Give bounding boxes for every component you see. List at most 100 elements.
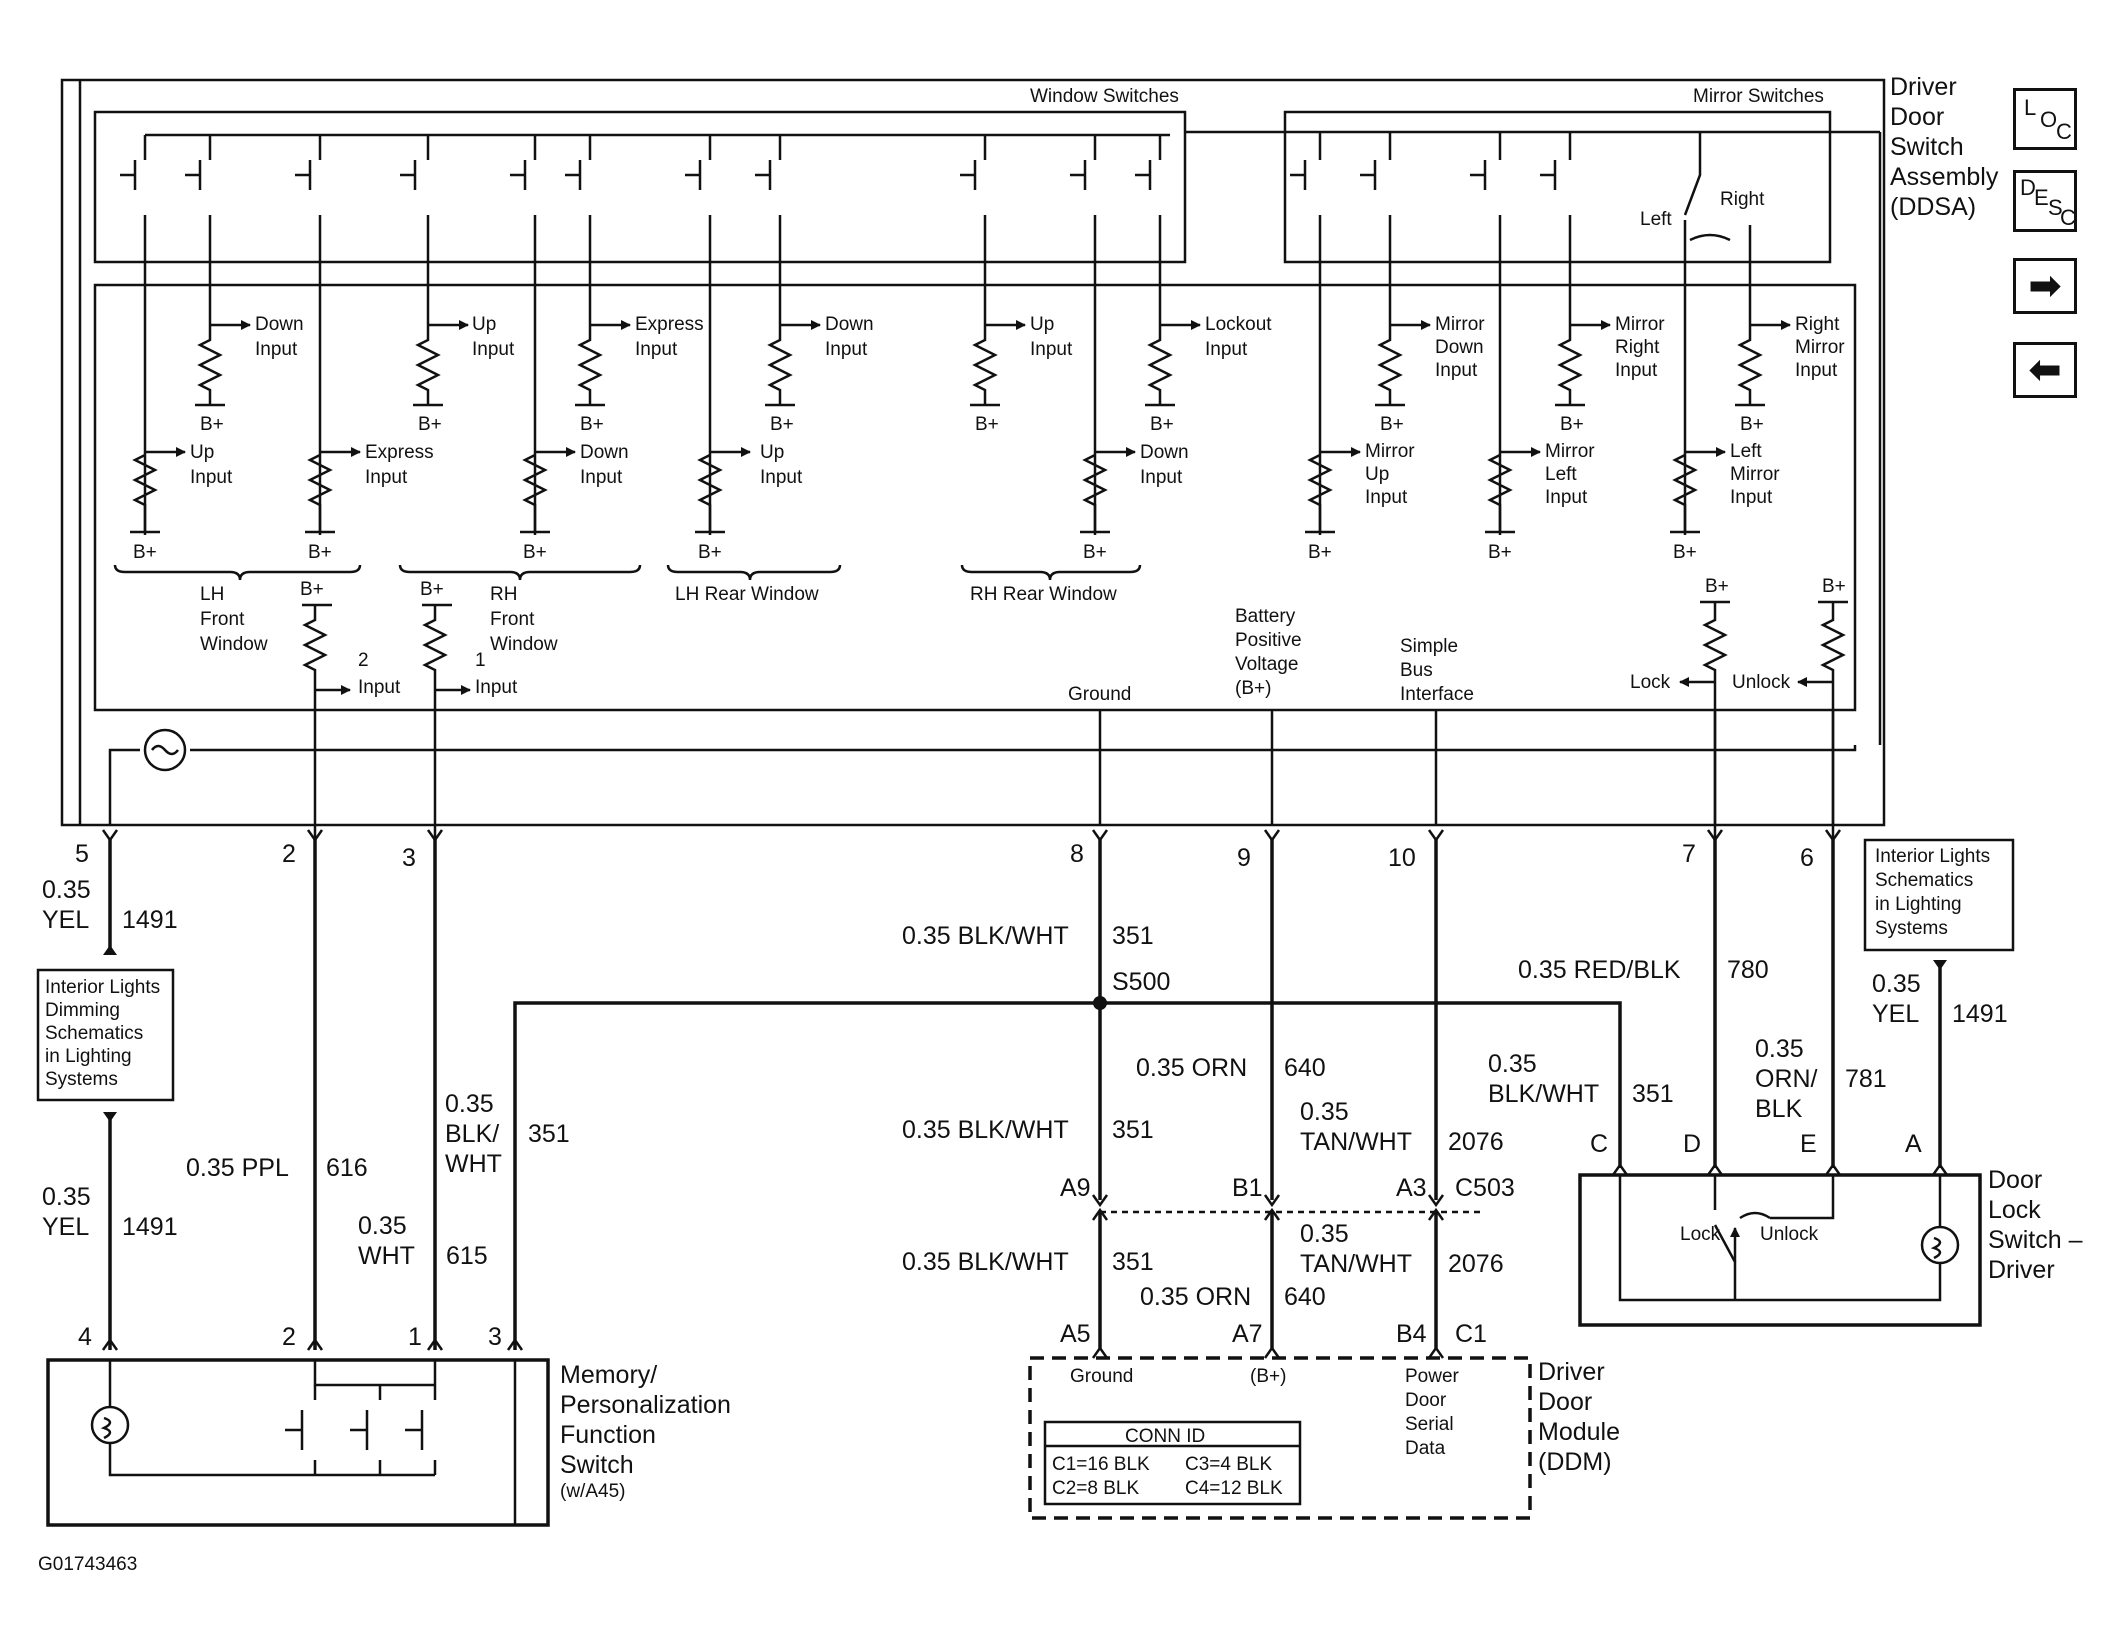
memory-switch-title: Memory/ Personalization Function Switch … [560, 1361, 731, 1502]
svg-text:Memory/: Memory/ [560, 1361, 657, 1389]
loc-letter-c: C [2056, 119, 2072, 144]
mem-input-2-label: Input [358, 677, 401, 698]
svg-text:B+: B+ [418, 414, 442, 435]
svg-text:TAN/WHT: TAN/WHT [1300, 1128, 1412, 1156]
svg-text:0.35 BLK/WHT: 0.35 BLK/WHT [902, 1116, 1069, 1144]
door-unlock-label: Unlock [1760, 1224, 1819, 1245]
mem-input-1-label: Input [475, 677, 518, 698]
conn-id-c4: C4=12 BLK [1185, 1478, 1283, 1499]
svg-text:Up: Up [1365, 464, 1389, 485]
svg-text:E: E [1800, 1130, 1817, 1158]
svg-text:0.35 ORN: 0.35 ORN [1140, 1283, 1251, 1311]
arrow-right-icon: ➡ [2028, 263, 2062, 309]
svg-text:B+: B+ [133, 542, 157, 563]
figure-id: G01743463 [38, 1554, 137, 1575]
svg-text:RH: RH [490, 584, 517, 605]
ddsa-pin-numbers: 5 2 3 8 9 10 7 6 [75, 840, 1814, 872]
svg-text:351: 351 [528, 1120, 570, 1148]
svg-text:0.35: 0.35 [42, 1183, 91, 1211]
svg-text:781: 781 [1845, 1065, 1887, 1093]
mirror-switches-label: Mirror Switches [1693, 86, 1824, 107]
svg-text:2: 2 [282, 840, 296, 868]
svg-text:Mirror: Mirror [1435, 314, 1485, 335]
svg-text:Driver: Driver [1538, 1358, 1605, 1386]
svg-text:D: D [1683, 1130, 1701, 1158]
resistors-lower [130, 453, 1700, 534]
previous-page-button[interactable]: ⬅ [2013, 342, 2077, 398]
svg-text:Express: Express [635, 314, 704, 335]
svg-text:Input: Input [580, 467, 623, 488]
svg-text:640: 640 [1284, 1283, 1326, 1311]
window-switch-contacts [120, 133, 1170, 240]
svg-text:1491: 1491 [122, 1213, 178, 1241]
svg-text:0.35: 0.35 [1872, 970, 1921, 998]
svg-text:(DDSA): (DDSA) [1890, 193, 1976, 221]
svg-text:Front: Front [490, 609, 535, 630]
svg-text:Driver: Driver [1988, 1256, 2055, 1284]
svg-text:B+: B+ [580, 414, 604, 435]
svg-text:YEL: YEL [42, 1213, 89, 1241]
svg-text:Up: Up [760, 442, 784, 463]
svg-text:351: 351 [1112, 1116, 1154, 1144]
svg-text:Down: Down [825, 314, 874, 335]
svg-text:8: 8 [1070, 840, 1084, 868]
next-page-button[interactable]: ➡ [2013, 258, 2077, 314]
svg-text:Interior Lights: Interior Lights [1875, 846, 1990, 867]
svg-text:Window: Window [490, 634, 558, 655]
c503-pin-labels: A9 B1 A3 C503 A5 A7 B4 C1 [1060, 1174, 1515, 1348]
svg-text:Input: Input [472, 339, 515, 360]
svg-text:Input: Input [1365, 487, 1408, 508]
svg-text:A: A [1905, 1130, 1922, 1158]
location-view-button[interactable]: L O C [2013, 88, 2077, 150]
input-arrows [145, 320, 1791, 457]
svg-text:RH Rear Window: RH Rear Window [970, 584, 1117, 605]
svg-text:Power: Power [1405, 1366, 1460, 1387]
svg-text:B+: B+ [1740, 414, 1764, 435]
svg-text:Mirror: Mirror [1545, 441, 1595, 462]
conn-id-table [1043, 1420, 1302, 1506]
svg-text:Input: Input [760, 467, 803, 488]
svg-text:Switch –: Switch – [1988, 1226, 2083, 1254]
svg-text:351: 351 [1112, 922, 1154, 950]
svg-text:B+: B+ [420, 579, 444, 600]
svg-text:Input: Input [825, 339, 868, 360]
svg-text:1: 1 [408, 1323, 422, 1351]
group-labels: LH Front Window RH Front Window LH Rear … [200, 584, 1117, 655]
svg-text:780: 780 [1727, 956, 1769, 984]
mirror-switch-contacts [1185, 130, 1882, 745]
door-lock-label: Lock [1680, 1224, 1721, 1245]
svg-text:Schematics: Schematics [1875, 870, 1973, 891]
svg-text:in Lighting: in Lighting [45, 1046, 132, 1067]
svg-text:0.35 PPL: 0.35 PPL [186, 1154, 289, 1182]
door-lock-switch-internals [1618, 1175, 1960, 1302]
svg-text:B+: B+ [1380, 414, 1404, 435]
ddsa-circuit-box [93, 283, 1857, 712]
ddm-title: Driver Door Module (DDM) [1538, 1358, 1620, 1476]
mirror-selector-left: Left [1640, 209, 1672, 230]
svg-text:Battery: Battery [1235, 606, 1296, 627]
svg-text:B+: B+ [1673, 542, 1697, 563]
lock-unlock-resistors [1679, 600, 1848, 840]
svg-text:Door: Door [1405, 1390, 1447, 1411]
description-view-button[interactable]: D E S C [2013, 170, 2077, 232]
ddsa-box [60, 78, 1886, 827]
svg-text:Systems: Systems [45, 1069, 118, 1090]
svg-text:0.35 BLK/WHT: 0.35 BLK/WHT [902, 1248, 1069, 1276]
svg-text:616: 616 [326, 1154, 368, 1182]
svg-text:Input: Input [1435, 360, 1478, 381]
svg-text:Window: Window [200, 634, 268, 655]
svg-text:C: C [1590, 1130, 1608, 1158]
svg-text:Down: Down [1435, 337, 1484, 358]
svg-text:B+: B+ [975, 414, 999, 435]
memory-switch-pins: 4 2 1 3 [78, 1323, 502, 1351]
svg-text:0.35 RED/BLK: 0.35 RED/BLK [1518, 956, 1681, 984]
svg-text:B+: B+ [308, 542, 332, 563]
svg-text:Mirror: Mirror [1615, 314, 1665, 335]
svg-text:(B+): (B+) [1235, 678, 1271, 699]
memory-switch-box [46, 1358, 550, 1527]
svg-text:B4: B4 [1396, 1320, 1427, 1348]
svg-text:in Lighting: in Lighting [1875, 894, 1962, 915]
svg-text:2: 2 [282, 1323, 296, 1351]
svg-text:351: 351 [1112, 1248, 1154, 1276]
svg-text:6: 6 [1800, 844, 1814, 872]
